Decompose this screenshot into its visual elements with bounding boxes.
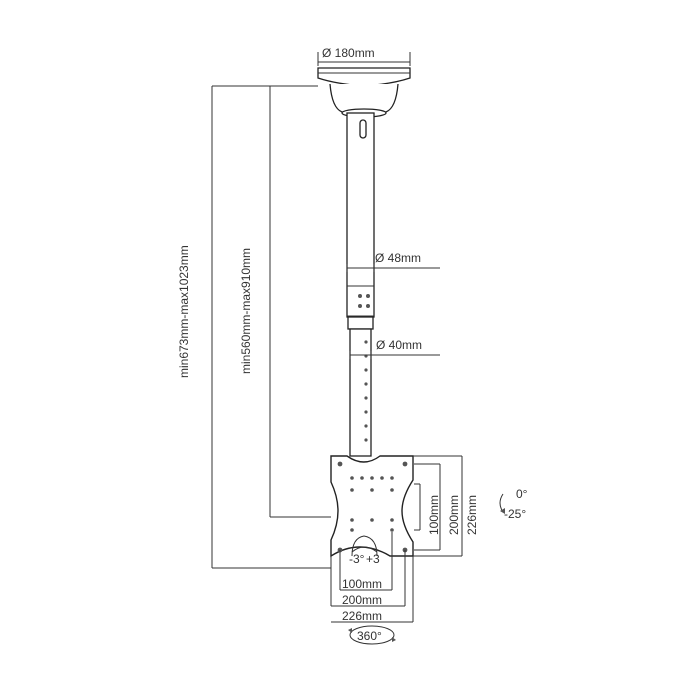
outer-tube-diameter-label: Ø 48mm [375, 251, 421, 265]
vesa-horizontal-dimensions: 100mm 200mm 226mm [330, 532, 414, 623]
swivel-right-label: +3 [366, 552, 380, 566]
outer-tube-diameter-dimension: Ø 48mm [346, 251, 440, 272]
curved-arrow-icon [499, 493, 504, 513]
vesa-h-200-label: 200mm [342, 593, 382, 607]
tilt-top-label: 0° [516, 487, 528, 501]
rotation-indicator: 360° [348, 625, 396, 645]
base-diameter-dimension: Ø 180mm [317, 46, 411, 66]
total-height-label: min673mm-max1023mm [177, 245, 191, 378]
vesa-v-226-label: 226mm [465, 495, 479, 535]
swivel-left-label: -3° [349, 552, 365, 566]
pole-height-label: min560mm-max910mm [239, 248, 253, 374]
pole-height-dimension: min560mm-max910mm [239, 86, 331, 518]
vesa-v-200-label: 200mm [447, 495, 461, 535]
vesa-plate [330, 455, 414, 558]
inner-tube [349, 328, 372, 457]
ceiling-plate [317, 67, 411, 118]
vesa-v-100-label: 100mm [427, 495, 441, 535]
base-diameter-label: Ø 180mm [322, 46, 375, 60]
total-height-dimension: min673mm-max1023mm [177, 85, 331, 569]
vesa-h-226-label: 226mm [342, 609, 382, 623]
vesa-vertical-dimensions: 100mm 200mm 226mm [413, 455, 479, 557]
swivel-indicator: -3° +3 [349, 546, 380, 566]
tilt-bottom-label: -25° [504, 507, 526, 521]
vesa-h-100-label: 100mm [342, 577, 382, 591]
inner-tube-diameter-label: Ø 40mm [376, 338, 422, 352]
circular-arrow-icon [349, 625, 395, 645]
rotation-label: 360° [357, 629, 382, 643]
tilt-indicator: 0° -25° [499, 487, 528, 521]
outer-tube [346, 112, 375, 330]
inner-tube-diameter-dimension: Ø 40mm [349, 338, 440, 359]
